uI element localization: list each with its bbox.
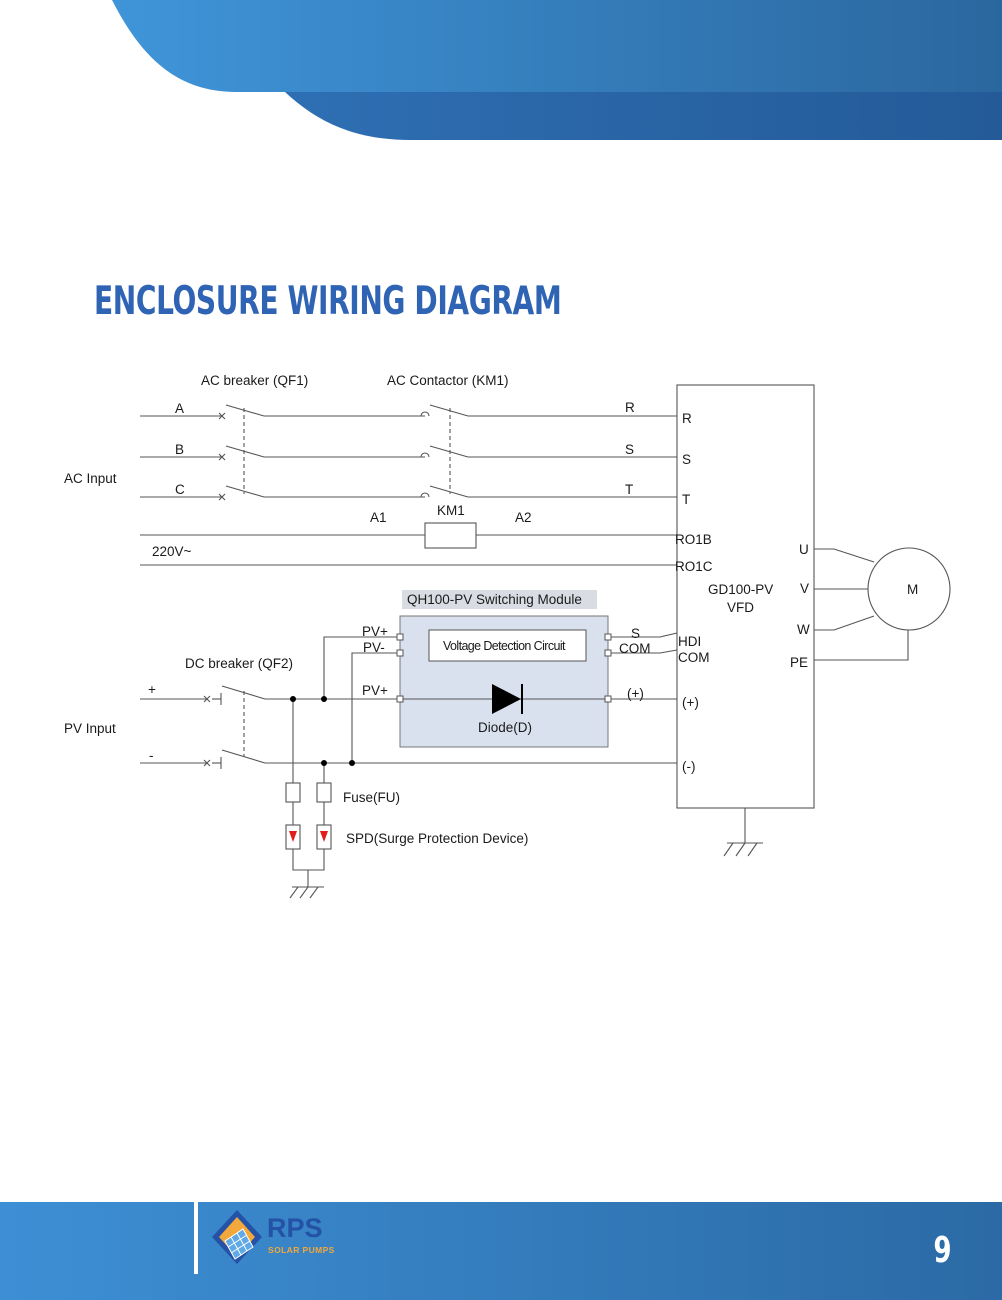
- header-banner: [112, 0, 1002, 140]
- pv-input-label: PV Input: [64, 721, 116, 736]
- motor-terminal-w: W: [797, 622, 810, 637]
- vfd-terminal-neg: (-): [682, 759, 696, 774]
- fuse-label: Fuse(FU): [343, 790, 400, 805]
- phase-out-s: S: [625, 442, 634, 457]
- voltage-detection-box: [428, 629, 587, 662]
- wiring-diagram: AC breaker (QF1) AC Contactor (KM1) AC I…: [64, 373, 951, 899]
- diode-symbol: [492, 684, 521, 714]
- motor-terminal-pe: PE: [790, 655, 808, 670]
- dc-breaker-label: DC breaker (QF2): [185, 656, 293, 671]
- module-out-pos: (+): [627, 686, 644, 701]
- vfd-sub-label: VFD: [727, 600, 754, 615]
- phase-label-c: C: [175, 482, 185, 497]
- diode-label: Diode(D): [478, 720, 532, 735]
- footer-divider: [194, 1202, 198, 1274]
- rps-logo-icon: [212, 1210, 262, 1264]
- vfd-terminal-hdi: HDI: [678, 634, 701, 649]
- phase-label-a: A: [175, 401, 184, 416]
- page-number: 9: [933, 1230, 952, 1271]
- phase-out-r: R: [625, 400, 635, 415]
- control-voltage-label: 220V~: [152, 544, 192, 559]
- phase-label-b: B: [175, 442, 184, 457]
- phase-out-t: T: [625, 482, 633, 497]
- vfd-terminal-t: T: [682, 492, 690, 507]
- footer-bar: [0, 1202, 1002, 1300]
- motor-terminal-v: V: [800, 581, 809, 596]
- page-title: ENCLOSURE WIRING DIAGRAM: [94, 279, 562, 324]
- logo-tagline: SOLAR PUMPS: [268, 1245, 335, 1255]
- module-in-pv-pos2: PV+: [362, 683, 388, 698]
- coil-a1-label: A1: [370, 510, 387, 525]
- motor-terminal-u: U: [799, 542, 809, 557]
- ac-breaker-label: AC breaker (QF1): [201, 373, 308, 388]
- voltage-detection-label: Voltage Detection Circuit: [443, 639, 566, 653]
- relay-terminal-ro1b: RO1B: [675, 532, 712, 547]
- relay-terminal-ro1c: RO1C: [675, 559, 713, 574]
- switching-module-label: QH100-PV Switching Module: [407, 592, 582, 607]
- logo-name: RPS: [267, 1213, 323, 1243]
- vfd-terminal-r: R: [682, 411, 692, 426]
- module-out-s: S: [631, 626, 640, 641]
- ac-contactor-label: AC Contactor (KM1): [387, 373, 509, 388]
- coil-a2-label: A2: [515, 510, 532, 525]
- spd-label: SPD(Surge Protection Device): [346, 831, 528, 846]
- ac-input-label: AC Input: [64, 471, 117, 486]
- vfd-terminal-pos: (+): [682, 695, 699, 710]
- vfd-terminal-com: COM: [678, 650, 710, 665]
- pv-pos-label: +: [148, 682, 156, 697]
- pv-neg-label: -: [149, 748, 154, 763]
- vfd-terminal-s: S: [682, 452, 691, 467]
- module-in-pv-pos: PV+: [362, 624, 388, 639]
- coil-label: KM1: [437, 503, 465, 518]
- module-in-pv-neg: PV-: [363, 640, 385, 655]
- vfd-name: GD100-PV: [708, 582, 773, 597]
- module-out-com: COM: [619, 641, 651, 656]
- motor-label: M: [907, 582, 918, 597]
